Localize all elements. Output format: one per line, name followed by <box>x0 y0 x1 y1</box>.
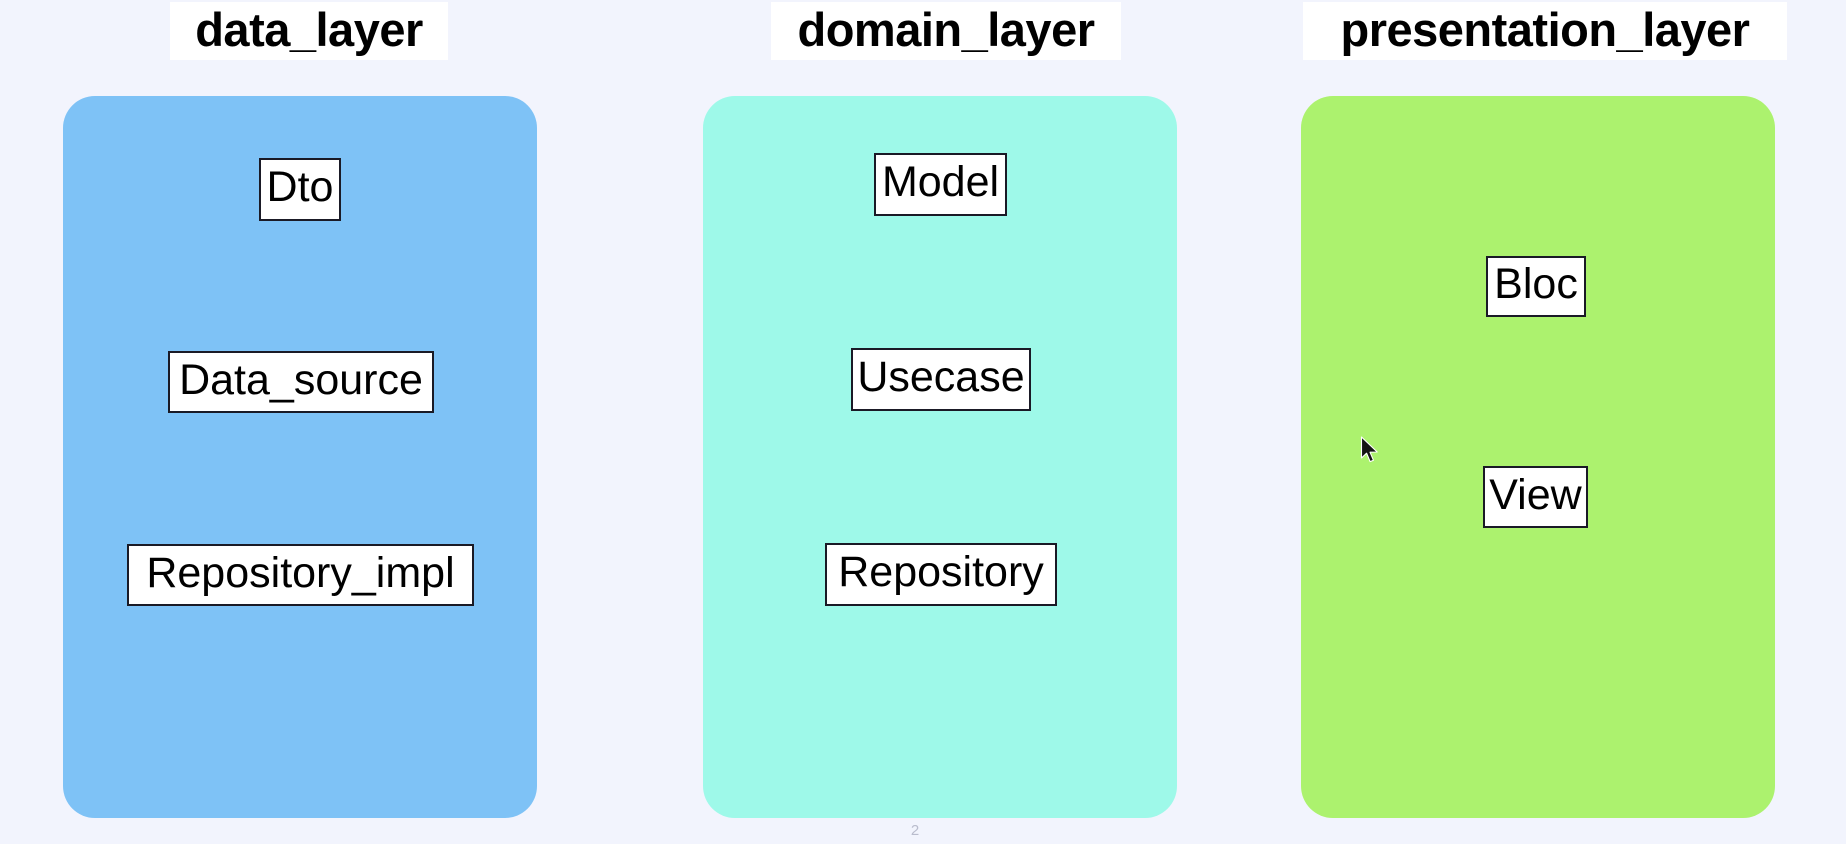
component-box-repository[interactable]: Repository <box>825 543 1057 606</box>
layer-panel-presentation-layer[interactable] <box>1301 96 1775 818</box>
component-box-bloc[interactable]: Bloc <box>1486 256 1586 317</box>
layer-title-domain-layer: domain_layer <box>771 2 1121 60</box>
component-box-data-source[interactable]: Data_source <box>168 351 434 413</box>
component-box-dto[interactable]: Dto <box>259 158 341 221</box>
component-box-usecase[interactable]: Usecase <box>851 348 1031 411</box>
component-box-repository-impl[interactable]: Repository_impl <box>127 544 474 606</box>
page-number: 2 <box>910 822 920 839</box>
component-box-view[interactable]: View <box>1483 466 1588 528</box>
component-box-model[interactable]: Model <box>874 153 1007 216</box>
layer-title-data-layer: data_layer <box>170 2 448 60</box>
layer-panel-domain-layer[interactable] <box>703 96 1177 818</box>
layer-title-presentation-layer: presentation_layer <box>1303 2 1787 60</box>
